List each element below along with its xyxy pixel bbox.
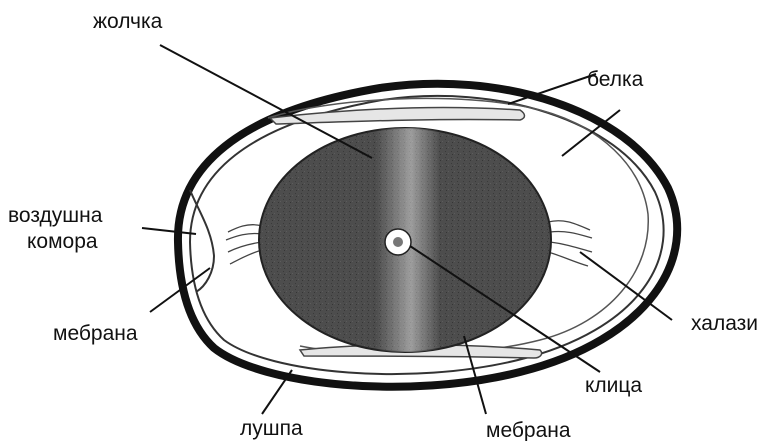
label-belka: белка: [587, 68, 644, 91]
label-vozdushna: воздушна: [8, 204, 103, 227]
germinal-disc: [385, 229, 411, 255]
label-halazi: халази: [691, 312, 758, 335]
label-lushpa: лушпа: [240, 417, 303, 440]
label-mebrana-left: мебрана: [53, 322, 138, 345]
label-klica: клица: [585, 374, 642, 397]
label-zholchka: жолчка: [93, 10, 163, 33]
label-komora: комора: [27, 230, 98, 253]
label-mebrana-bottom: мебрана: [486, 419, 571, 441]
